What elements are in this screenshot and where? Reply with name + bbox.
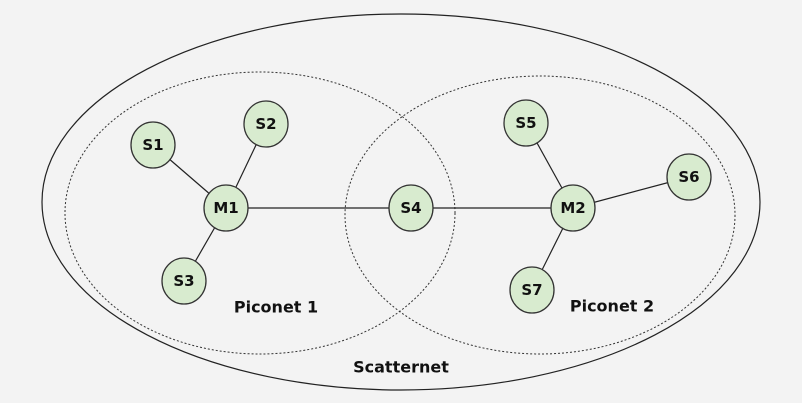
node-label: S6 [678,168,699,186]
node-circle [243,100,289,148]
node-circle [666,153,712,201]
piconet-1-label: Piconet 1 [234,298,318,317]
node-circle [388,184,434,232]
node-s7: S7 [509,266,555,314]
node-circle [550,184,596,232]
node-m1: M1 [203,184,249,232]
node-label: S1 [142,136,163,154]
node-s3: S3 [161,257,207,305]
node-s5: S5 [503,99,549,147]
node-circle [509,266,555,314]
node-label: S7 [521,281,542,299]
node-label: M1 [213,199,238,217]
node-circle [503,99,549,147]
node-label: S5 [515,114,536,132]
node-s2: S2 [243,100,289,148]
node-label: S4 [400,199,421,217]
node-s4: S4 [388,184,434,232]
node-label: S2 [255,115,276,133]
scatternet-label: Scatternet [353,358,449,377]
node-s6: S6 [666,153,712,201]
node-circle [130,121,176,169]
node-circle [161,257,207,305]
node-circle [203,184,249,232]
node-m2: M2 [550,184,596,232]
node-s1: S1 [130,121,176,169]
scatternet-boundary [41,13,761,391]
node-label: M2 [560,199,585,217]
piconet-2-label: Piconet 2 [570,297,654,316]
piconet-1-boundary [64,71,456,355]
piconet-2-boundary [344,75,736,355]
node-label: S3 [173,272,194,290]
